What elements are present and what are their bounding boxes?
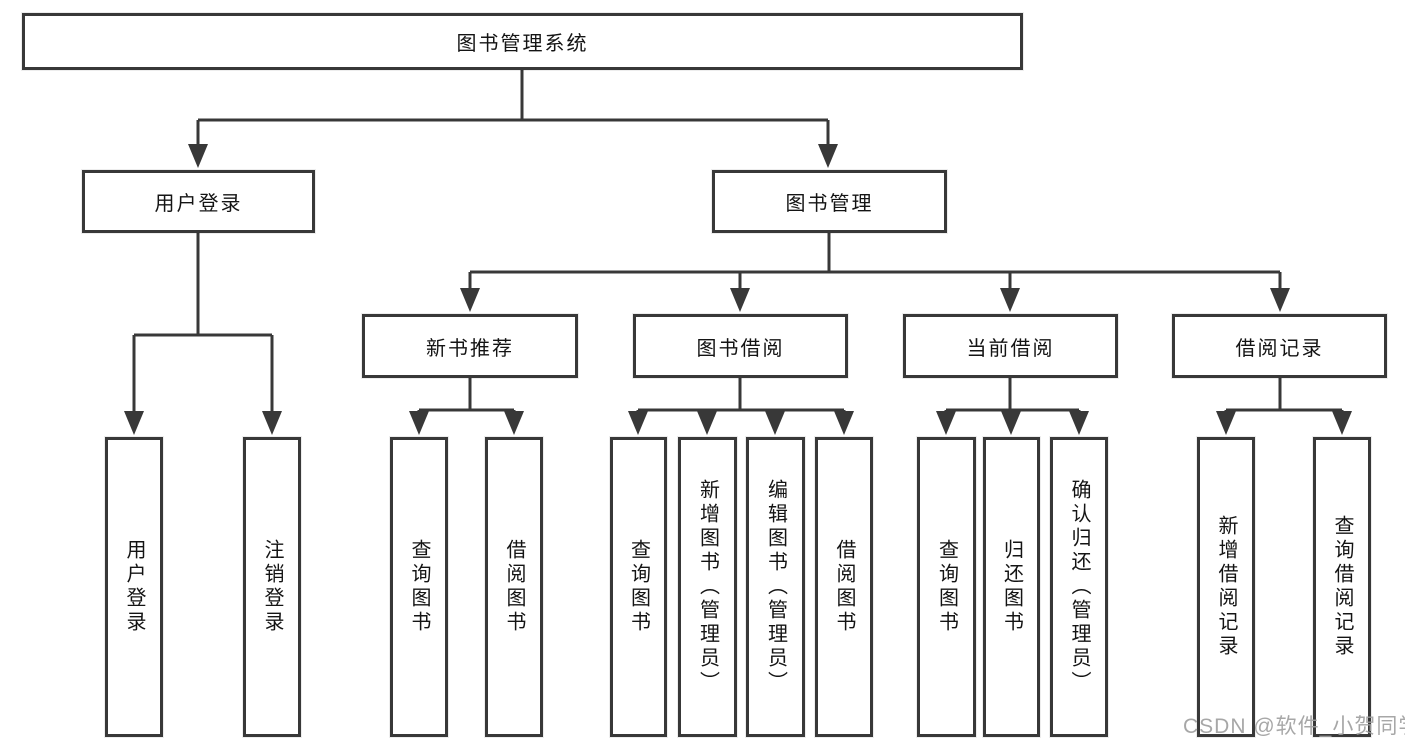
leaf-return-books: 归还图书	[983, 437, 1040, 737]
node-book-management: 图书管理	[712, 170, 947, 233]
root-node-library-system: 图书管理系统	[22, 13, 1023, 70]
leaf-confirm-return-admin: 确认归还（管理员）	[1050, 437, 1108, 737]
csdn-watermark: CSDN @软件_小贺同学	[1183, 715, 1405, 738]
leaf-user-login: 用户登录	[105, 437, 163, 737]
connector-borrow-records-children	[1216, 378, 1352, 435]
leaf-add-borrow-record: 新增借阅记录	[1197, 437, 1255, 737]
connector-user-login-children	[124, 233, 282, 435]
node-borrow-records: 借阅记录	[1172, 314, 1387, 378]
node-new-book-recommend: 新书推荐	[362, 314, 578, 378]
connector-book-management-children	[460, 233, 1290, 312]
node-current-borrow: 当前借阅	[903, 314, 1118, 378]
connector-new-book-recommend-children	[409, 378, 524, 435]
connector-current-borrow-children	[936, 378, 1089, 435]
node-book-borrow: 图书借阅	[633, 314, 848, 378]
leaf-logout: 注销登录	[243, 437, 301, 737]
leaf-edit-books-admin: 编辑图书（管理员）	[746, 437, 805, 737]
leaf-add-books-admin: 新增图书（管理员）	[678, 437, 737, 737]
leaf-borrow-books-borrow: 借阅图书	[815, 437, 873, 737]
leaf-query-books-recommend: 查询图书	[390, 437, 448, 737]
leaf-borrow-books-recommend: 借阅图书	[485, 437, 543, 737]
node-user-login: 用户登录	[82, 170, 315, 233]
connector-book-borrow-children	[628, 378, 854, 435]
leaf-query-borrow-record: 查询借阅记录	[1313, 437, 1371, 737]
connector-root-to-level2	[188, 70, 838, 168]
leaf-query-books-current: 查询图书	[917, 437, 976, 737]
leaf-query-books-borrow: 查询图书	[610, 437, 667, 737]
